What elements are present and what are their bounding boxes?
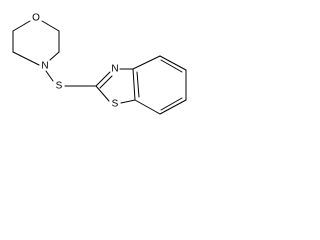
bond-n-s [45,70,54,82]
bond-c2-n3 [95,71,111,87]
bond-c7a-c3a [132,68,136,101]
atom-nitrogen-morpholine: N [41,61,48,72]
atom-oxygen-morpholine: O [32,13,40,24]
bond-c2-n3-double [99,75,113,89]
bond-c7a-c3a-double [136,71,140,98]
bond-o-c-left [12,20,31,32]
bond-c-n-left [12,51,40,66]
bond-c7-c7a [134,99,161,115]
bond-c6-c7 [159,99,187,115]
atom-sulfur-thiazole: S [112,99,119,110]
bond-c3a-c4 [132,55,161,70]
morpholine-ring [12,20,60,66]
bond-c4-c5 [159,55,187,71]
bond-n-c-right [49,51,60,61]
atom-sulfur-bridge: S [56,81,63,92]
bond-s1-c7a [120,99,136,104]
bond-c2-s1 [95,85,110,102]
bond-c6-c7-double [160,97,183,111]
benzene-ring [132,55,187,115]
chemical-structure-diagram: O N S N S [12,13,187,115]
sulfur-bridge [45,70,97,87]
atom-nitrogen-thiazole: N [111,64,118,75]
bond-c4-c5-double [160,59,183,73]
atom-labels: O N S N S [32,13,119,110]
thiazole-ring [95,68,136,104]
bond-c-o-right [41,20,60,32]
